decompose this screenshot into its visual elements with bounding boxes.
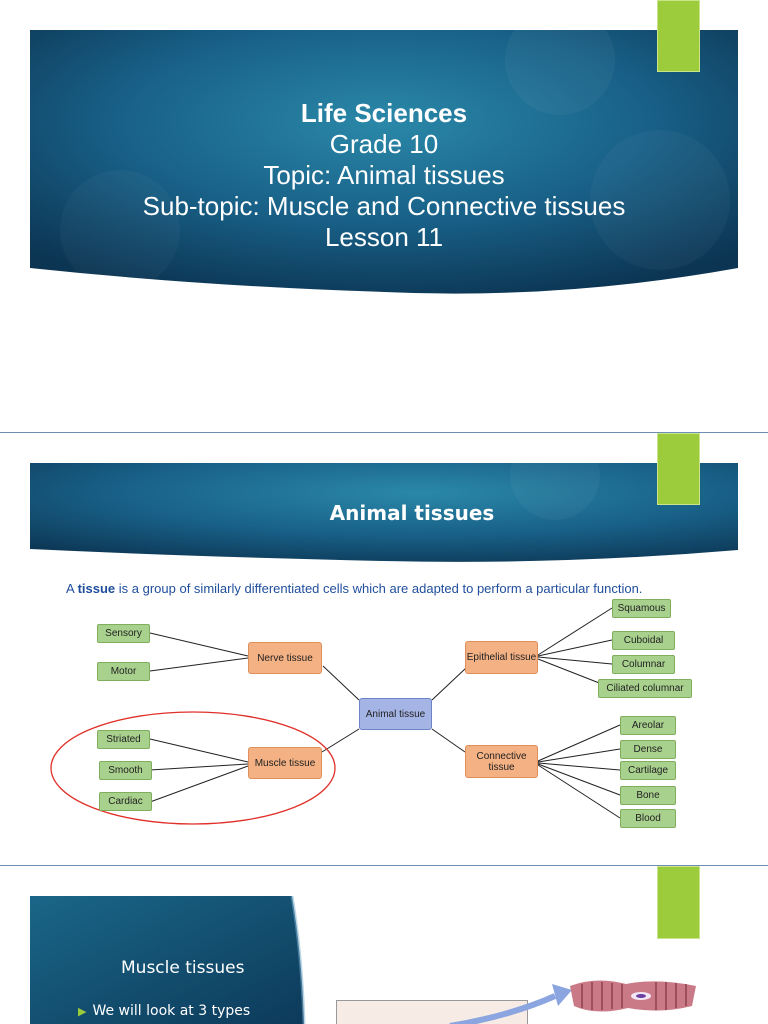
topic-line: Topic: Animal tissues [0, 160, 768, 191]
node-muscle-tissue: Muscle tissue [248, 747, 322, 779]
subtopic-line: Sub-topic: Muscle and Connective tissues [142, 191, 626, 221]
header-banner [30, 433, 738, 562]
node-connective-tissue: Connective tissue [465, 745, 538, 778]
slide-title: Muscle tissues [121, 958, 245, 978]
title-banner [30, 5, 738, 294]
title-text-block: Life Sciences Grade 10 Topic: Animal tis… [0, 98, 768, 253]
tissue-diagram-connectors [50, 607, 621, 825]
node-epithelial-tissue: Epithelial tissue [465, 641, 538, 674]
cardiac-fiber-illustration [570, 980, 696, 1012]
slide-divider [0, 432, 768, 433]
leaf-cartilage: Cartilage [620, 761, 676, 780]
muscle-photo [336, 1000, 528, 1024]
leaf-cardiac: Cardiac [99, 792, 152, 811]
slide-title: Life Sciences [300, 98, 468, 128]
slide-divider [0, 865, 768, 866]
leaf-smooth: Smooth [99, 761, 152, 780]
bullet-arrow-icon: ▶ [78, 1005, 87, 1018]
grade-label: Grade 10 [329, 129, 439, 159]
slide-title: Animal tissues [329, 501, 495, 525]
leaf-bone: Bone [620, 786, 676, 805]
leaf-ciliated-columnar: Ciliated columnar [598, 679, 692, 698]
leaf-columnar: Columnar [612, 655, 675, 674]
muscle-tissues-slide: Muscle tissues ▶We will look at 3 types [0, 866, 768, 1024]
bullet-item: ▶We will look at 3 types [78, 1003, 251, 1019]
leaf-motor: Motor [97, 662, 150, 681]
node-animal-tissue: Animal tissue [359, 698, 432, 730]
side-panel-banner [30, 895, 306, 1024]
leaf-blood: Blood [620, 809, 676, 828]
topic-value: Animal tissues [331, 160, 505, 190]
accent-tab [657, 866, 700, 939]
animal-tissues-slide: Animal tissues A tissue is a group of si… [0, 433, 768, 865]
node-nerve-tissue: Nerve tissue [248, 642, 322, 674]
leaf-striated: Striated [97, 730, 150, 749]
definition-term: tissue [77, 581, 116, 596]
muscle-highlight-ellipse [50, 711, 336, 825]
leaf-cuboidal: Cuboidal [612, 631, 675, 650]
topic-label: Topic: [263, 160, 332, 190]
accent-tab [657, 0, 700, 72]
lesson-label: Lesson 11 [324, 222, 444, 252]
leaf-sensory: Sensory [97, 624, 150, 643]
accent-tab [657, 433, 700, 505]
leaf-squamous: Squamous [612, 599, 671, 618]
leaf-dense: Dense [620, 740, 676, 759]
leaf-areolar: Areolar [620, 716, 676, 735]
tissue-definition: A tissue is a group of similarly differe… [66, 581, 643, 596]
title-slide: Life Sciences Grade 10 Topic: Animal tis… [0, 0, 768, 432]
